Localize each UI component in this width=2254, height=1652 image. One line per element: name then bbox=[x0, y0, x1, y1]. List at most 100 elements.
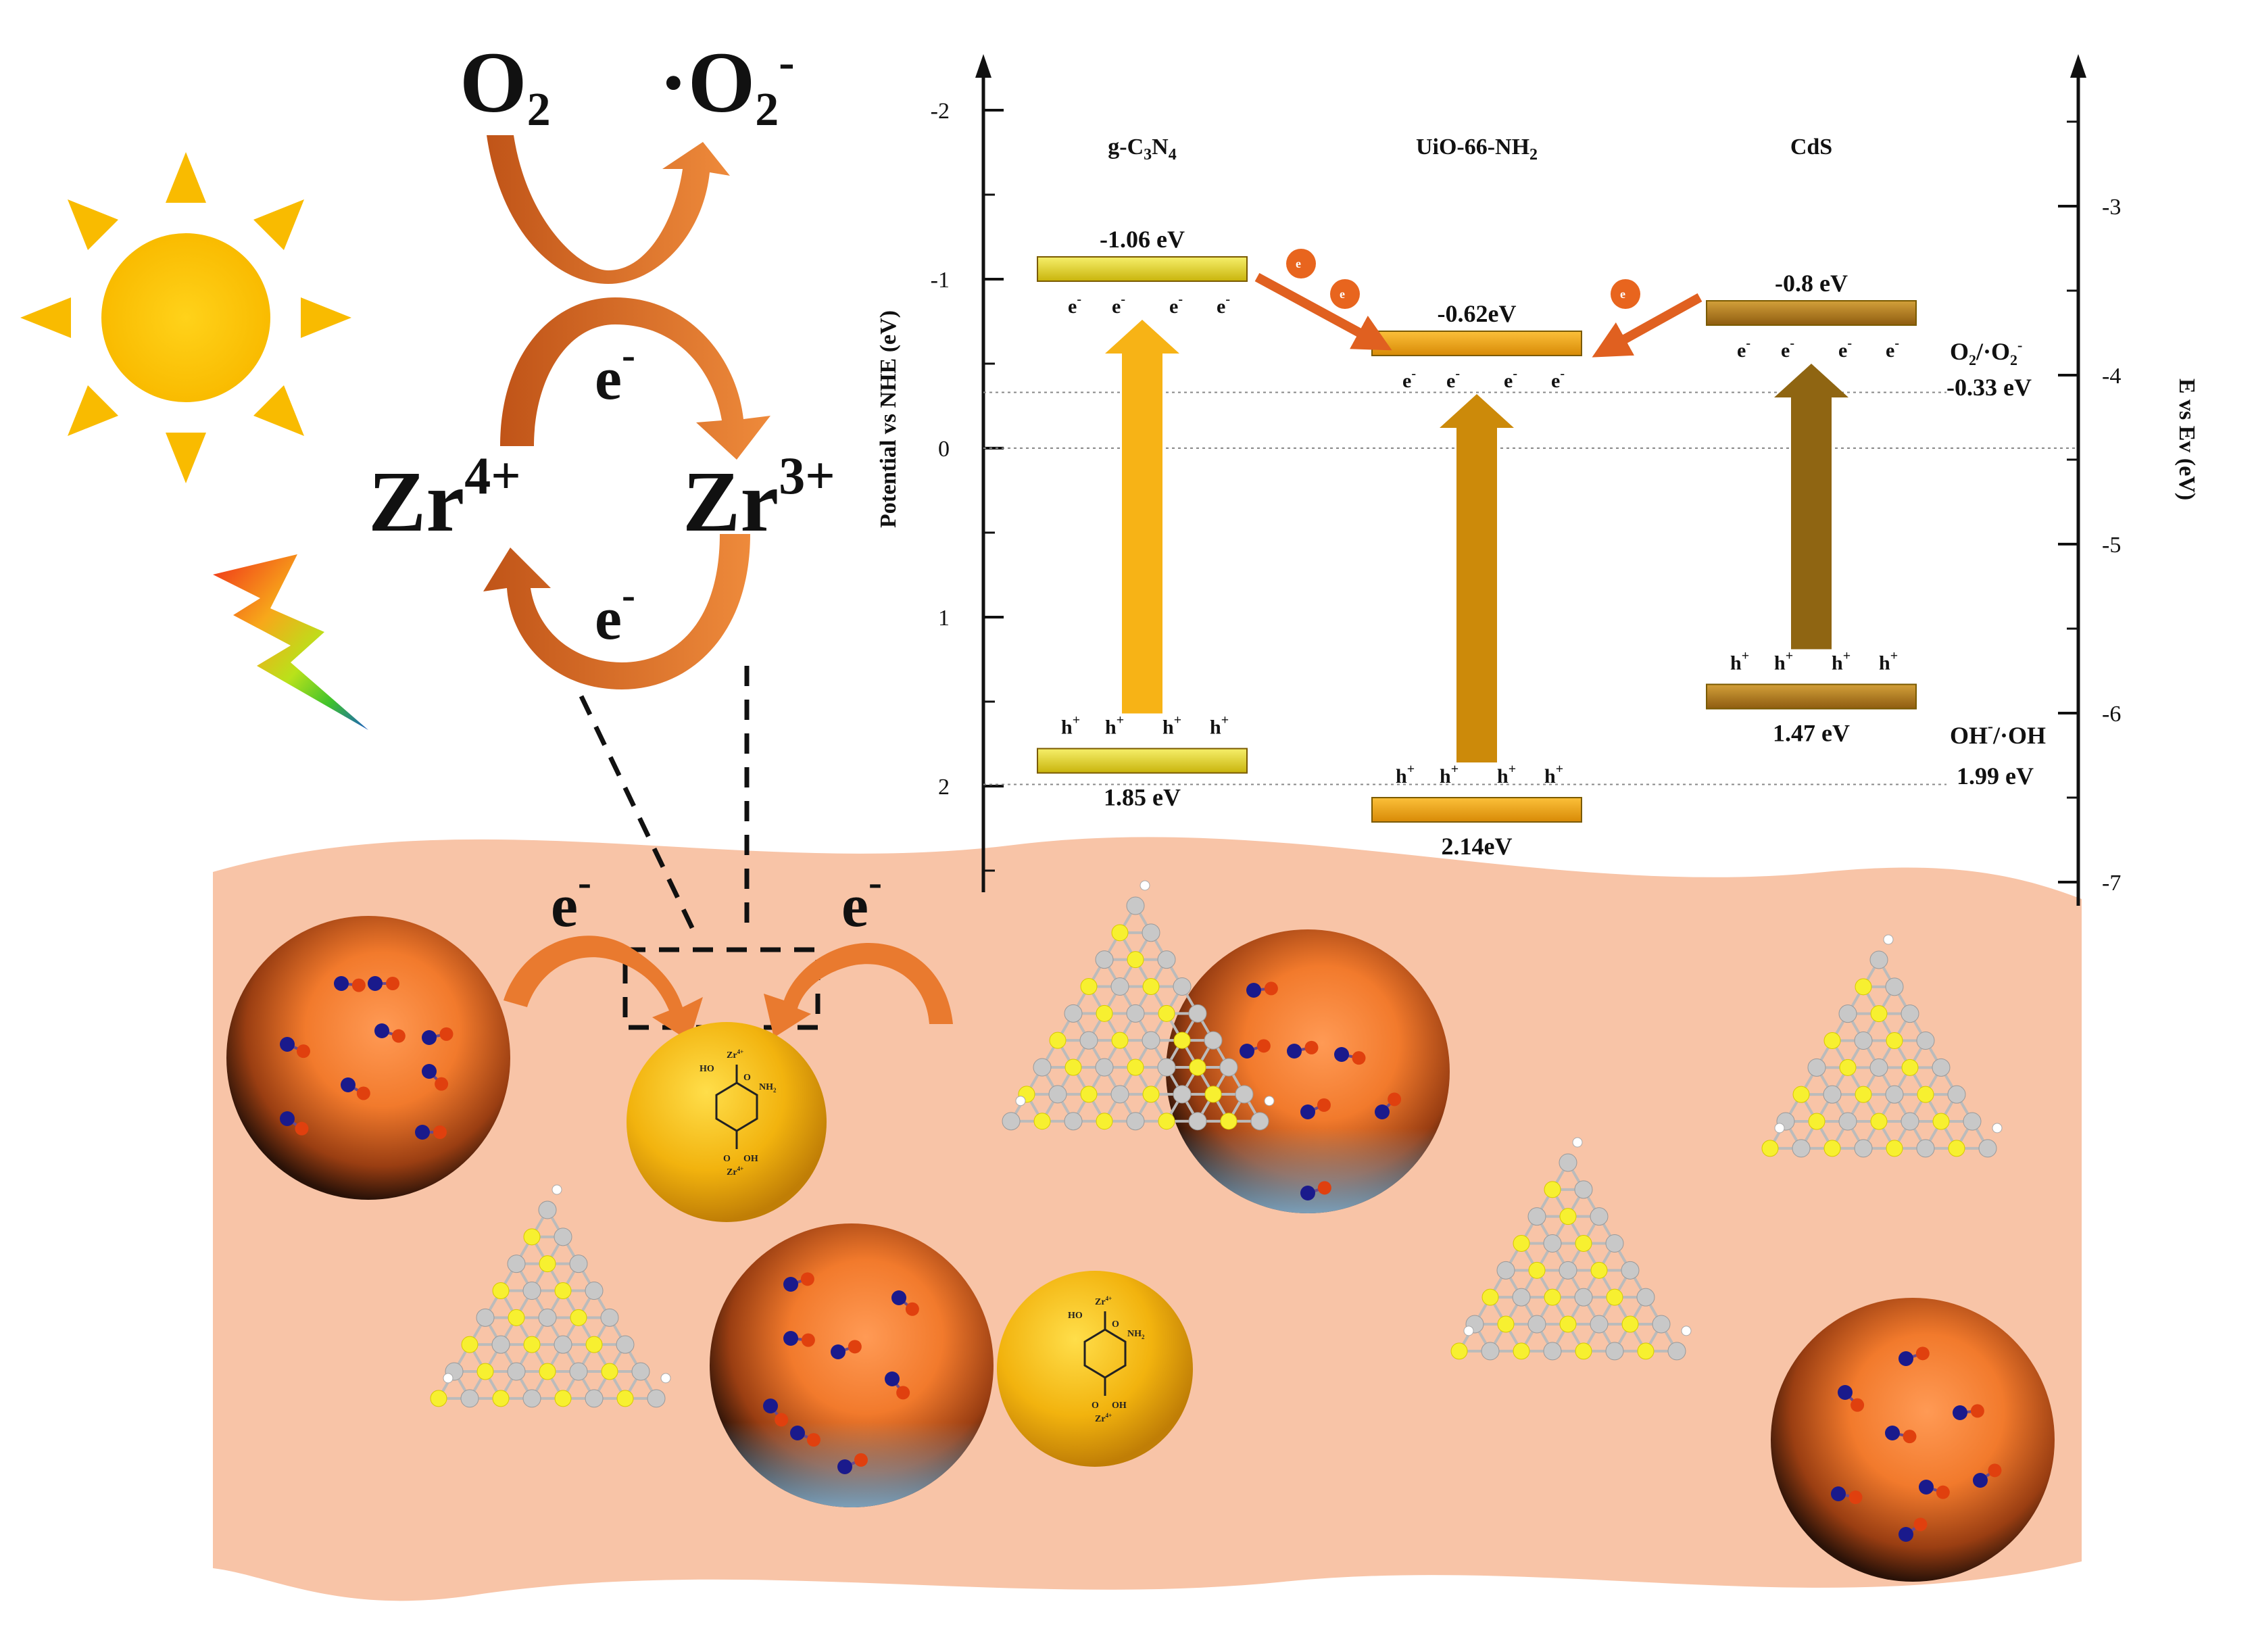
valence-band bbox=[1371, 797, 1582, 823]
carbon-atom bbox=[1095, 950, 1114, 969]
sun-icon bbox=[20, 152, 351, 483]
svg-text:Zr4+: Zr4+ bbox=[727, 1165, 743, 1177]
carbon-atom bbox=[554, 1228, 572, 1246]
particles-layer bbox=[226, 880, 2055, 1582]
nitrogen-atom bbox=[1080, 1086, 1098, 1103]
n-atom bbox=[783, 1277, 798, 1292]
svg-text:O: O bbox=[723, 1154, 731, 1164]
carbon-atom bbox=[1559, 1261, 1577, 1280]
gcn-fragment bbox=[1002, 880, 1275, 1131]
n-atom bbox=[341, 1077, 356, 1092]
carbon-atom bbox=[1792, 1139, 1811, 1158]
hydrogen-atom bbox=[1140, 880, 1150, 891]
carbon-atom bbox=[1126, 1004, 1145, 1023]
nitrogen-atom bbox=[1158, 1113, 1175, 1130]
carbon-atom bbox=[1002, 1112, 1021, 1131]
hydrogen-atom bbox=[1264, 1096, 1275, 1107]
transfer-left-label: e- bbox=[551, 860, 591, 940]
o-atom bbox=[296, 1044, 310, 1059]
vb-value-label: 1.85 eV bbox=[1104, 784, 1181, 811]
carbon-atom bbox=[1543, 1234, 1562, 1253]
hole-symbol: h+ bbox=[1162, 713, 1181, 739]
n-atom bbox=[1898, 1527, 1913, 1542]
right-axis-label: E vs Ev (eV) bbox=[2174, 379, 2199, 500]
o-atom bbox=[439, 1027, 454, 1041]
conduction-band bbox=[1037, 256, 1248, 282]
nitrogen-atom bbox=[539, 1363, 556, 1380]
nitrogen-atom bbox=[1127, 1059, 1144, 1076]
carbon-atom bbox=[1901, 1004, 1919, 1023]
carbon-atom bbox=[507, 1255, 526, 1273]
n-atom bbox=[763, 1399, 778, 1413]
o-atom bbox=[1388, 1092, 1402, 1107]
n-atom bbox=[790, 1426, 805, 1440]
zoom-indicator bbox=[579, 666, 820, 1030]
electron-symbol: e- bbox=[1886, 336, 1899, 362]
nitrogen-atom bbox=[616, 1390, 634, 1407]
nitrogen-atom bbox=[1637, 1342, 1655, 1360]
nitrogen-atom bbox=[1808, 1113, 1826, 1130]
nitrogen-atom bbox=[1590, 1261, 1608, 1279]
carbon-atom bbox=[538, 1200, 557, 1219]
hole-symbol: h+ bbox=[1396, 762, 1415, 787]
electron-symbol: e- bbox=[1446, 366, 1460, 392]
left-tick-label: -1 bbox=[931, 268, 950, 293]
carbon-atom bbox=[1048, 1085, 1067, 1104]
n-atom bbox=[1831, 1486, 1846, 1501]
o-atom bbox=[848, 1340, 862, 1354]
hydrogen-atom bbox=[1883, 934, 1894, 945]
carbon-atom bbox=[1543, 1342, 1562, 1361]
nitrogen-atom bbox=[1513, 1235, 1530, 1253]
superoxide-label: ·O2- bbox=[659, 34, 795, 136]
hole-symbol: h+ bbox=[1879, 649, 1898, 675]
material-name-cds: CdS bbox=[1790, 135, 1832, 160]
n-atom bbox=[1838, 1385, 1853, 1400]
carbon-atom bbox=[1496, 1261, 1515, 1280]
conduction-band bbox=[1371, 331, 1582, 356]
carbon-atom bbox=[1527, 1315, 1546, 1334]
band-bars: -1.06 eV1.85 eVe-e-e-e-h+h+h+h+-0.62eV2.… bbox=[1037, 226, 1917, 860]
nitrogen-atom bbox=[492, 1390, 510, 1407]
carbon-atom bbox=[1636, 1288, 1655, 1307]
n-atom bbox=[1919, 1480, 1934, 1495]
svg-text:Zr4+: Zr4+ bbox=[1095, 1295, 1112, 1307]
nitrogen-atom bbox=[1513, 1342, 1530, 1360]
svg-text:Zr4+: Zr4+ bbox=[1095, 1412, 1112, 1424]
ref-value-hydroxyl: 1.99 eV bbox=[1957, 762, 2034, 789]
carbon-atom bbox=[1838, 1004, 1857, 1023]
cb-value-label: -0.62eV bbox=[1438, 300, 1517, 327]
electron-symbol: e- bbox=[1737, 336, 1750, 362]
left-tick-label: 1 bbox=[938, 606, 950, 631]
o-atom bbox=[295, 1121, 309, 1136]
o-atom bbox=[905, 1302, 919, 1316]
hydrogen-atom bbox=[552, 1184, 562, 1195]
right-tick-label: -7 bbox=[2102, 871, 2121, 896]
n-atom bbox=[422, 1030, 437, 1045]
nitrogen-atom bbox=[1049, 1031, 1067, 1049]
electron-symbol: e- bbox=[1217, 292, 1230, 318]
carbon-atom bbox=[538, 1308, 557, 1327]
svg-text:e: e bbox=[1296, 257, 1301, 270]
nitrogen-atom bbox=[1111, 1031, 1129, 1049]
ref-label-superoxide: O2/·O2- bbox=[1950, 337, 2022, 368]
nitrogen-atom bbox=[1142, 1086, 1160, 1103]
valence-band bbox=[1706, 683, 1917, 710]
nitrogen-atom bbox=[1917, 1086, 1934, 1103]
nitrogen-atom bbox=[1855, 978, 1872, 996]
nitrogen-atom bbox=[1901, 1059, 1919, 1076]
hydrogen-atom bbox=[1015, 1096, 1026, 1107]
electron-symbol: e- bbox=[1838, 336, 1852, 362]
carbon-atom bbox=[585, 1389, 604, 1408]
o-atom bbox=[775, 1413, 789, 1427]
carbon-atom bbox=[647, 1389, 666, 1408]
vb-value-label: 2.14eV bbox=[1442, 833, 1513, 860]
zr3-label: Zr3+ bbox=[683, 446, 835, 550]
carbon-atom bbox=[1885, 977, 1904, 996]
nitrogen-atom bbox=[1948, 1140, 1965, 1157]
transfer-right-label: e- bbox=[841, 860, 882, 940]
linker-structure: Zr4+ HO O NH2 O OH Zr4+ bbox=[700, 1048, 777, 1177]
o-atom bbox=[356, 1086, 370, 1100]
n-atom bbox=[1300, 1104, 1315, 1119]
carbon-atom bbox=[1590, 1207, 1609, 1226]
